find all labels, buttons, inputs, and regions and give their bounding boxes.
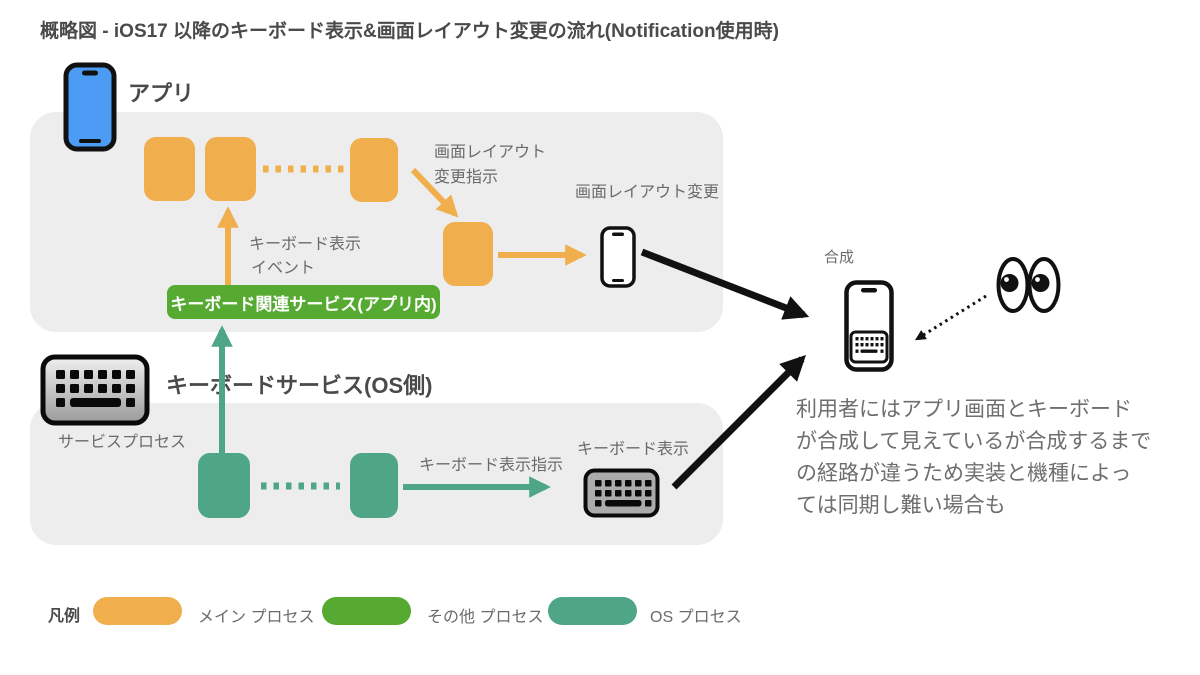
legend-label-other-process: その他 プロセス [427, 609, 544, 626]
main-process-box-3 [350, 138, 398, 202]
os-process-box-1 [198, 453, 250, 518]
os-process-box-2 [350, 453, 398, 518]
layout-change-label: 画面レイアウト変更 [575, 184, 720, 201]
note-line: が合成して見えているが合成するまで [796, 430, 1152, 453]
keyboard-event-label-line1: キーボード表示 [249, 236, 362, 253]
eyes-looking-dotted-arrow [914, 294, 987, 341]
app-section-heading: アプリ [128, 81, 195, 106]
main-process-box-4 [443, 222, 493, 286]
user-note-text: 利用者にはアプリ画面とキーボード が合成して見えているが合成するまで の経路が違… [796, 394, 1151, 522]
layout-instruction-label-line1: 画面レイアウト [434, 144, 547, 161]
composite-label: 合成 [824, 249, 855, 266]
shown-keyboard-icon [583, 468, 660, 518]
main-process-box-1 [144, 137, 195, 201]
os-section-heading: キーボードサービス(OS側) [166, 373, 433, 398]
keyboard-event-label-line2: イベント [251, 260, 316, 277]
note-line: 利用者にはアプリ画面とキーボード [796, 398, 1132, 421]
legend-swatch-other-process [322, 597, 411, 625]
service-process-label: サービスプロセス [58, 434, 187, 451]
page-title: 概略図 - iOS17 以降のキーボード表示&画面レイアウト変更の流れ(Noti… [40, 21, 779, 42]
layout-instruction-label-line2: 変更指示 [434, 169, 499, 186]
legend-label-main-process: メイン プロセス [198, 609, 315, 626]
app-phone-icon [63, 62, 117, 152]
keyboard-show-instruction-label: キーボード表示指示 [419, 457, 564, 474]
eyes-icon [996, 257, 1061, 313]
keyboard-related-service-box: キーボード関連サービス(アプリ内) [167, 285, 440, 319]
keyboard-show-label: キーボード表示 [577, 441, 690, 458]
legend-label-os-process: OS プロセス [650, 609, 742, 626]
legend-swatch-os-process [548, 597, 637, 625]
composite-phone-icon [844, 280, 894, 372]
note-line: ては同期し難い場合も [796, 494, 1006, 517]
layout-change-phone-icon [600, 226, 636, 288]
main-process-box-2 [205, 137, 256, 201]
note-line: の経路が違うため実装と機種によっ [796, 462, 1132, 485]
os-keyboard-icon [40, 354, 150, 426]
legend-title: 凡例 [48, 608, 81, 625]
legend-swatch-main-process [93, 597, 182, 625]
